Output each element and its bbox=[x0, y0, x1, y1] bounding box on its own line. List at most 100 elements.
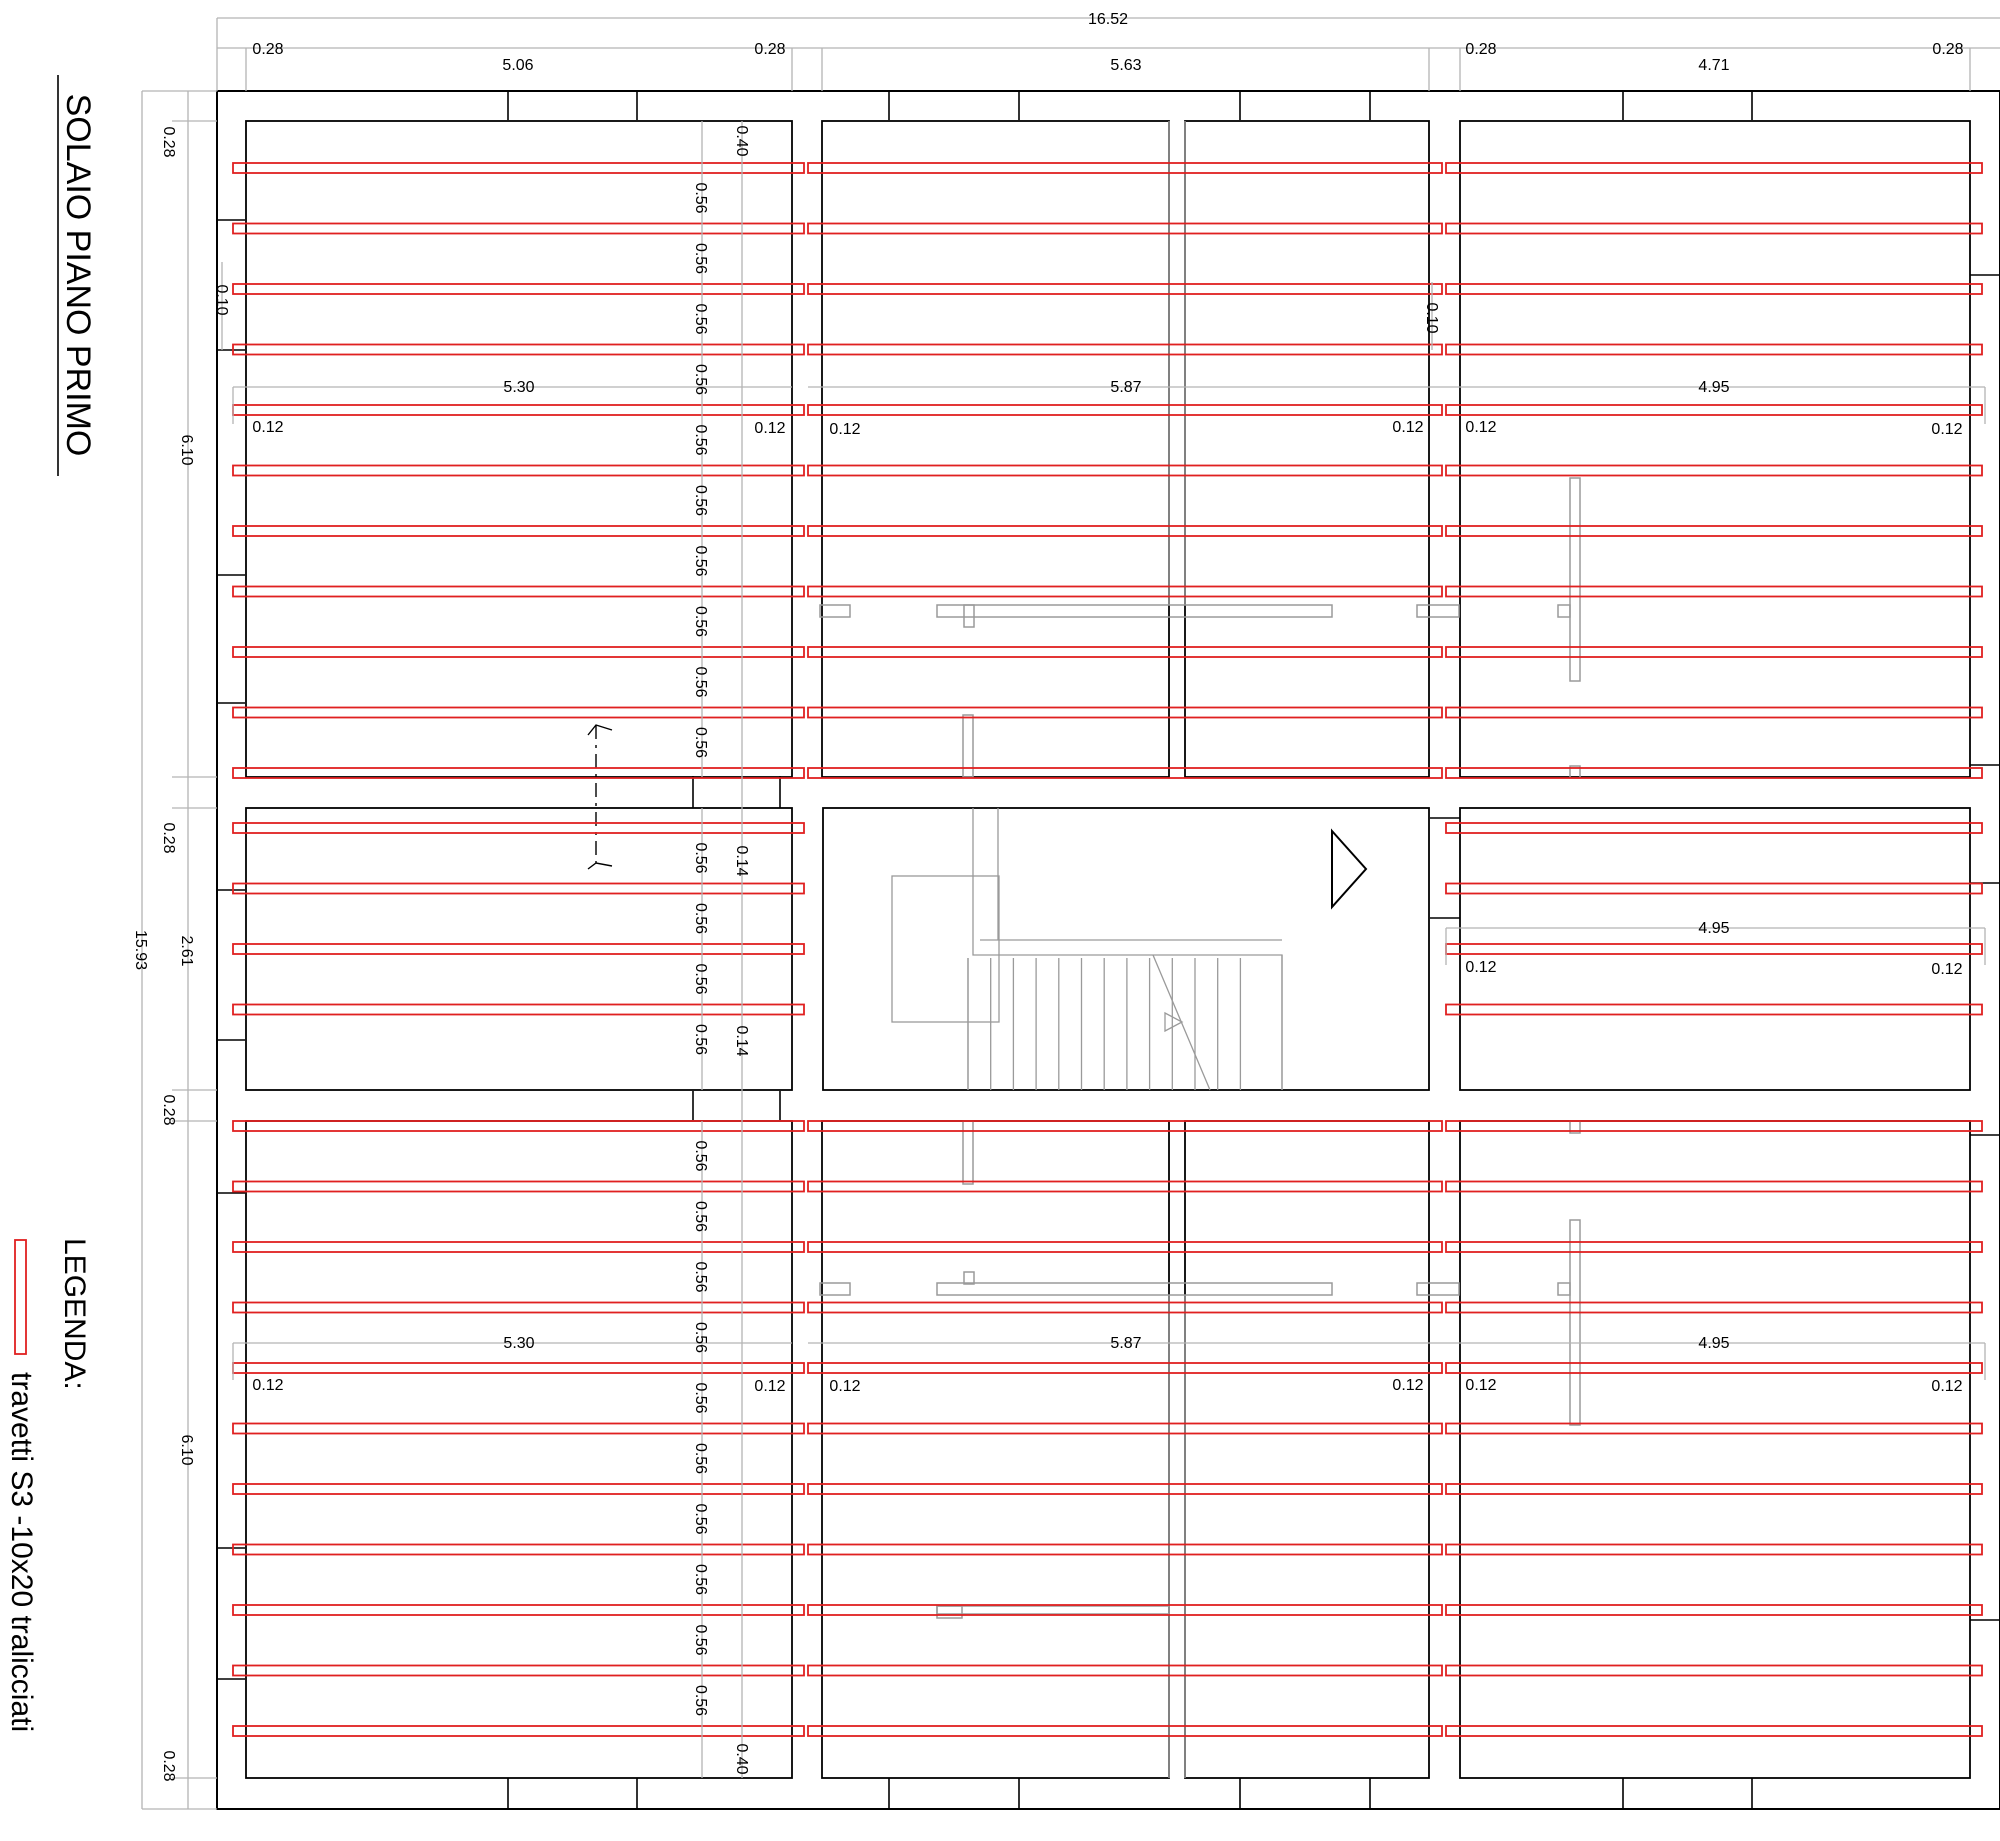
joist bbox=[232, 767, 805, 779]
slab-panels bbox=[245, 120, 1971, 1779]
dim-beam: 0.12 bbox=[1465, 959, 1496, 976]
joist bbox=[1445, 525, 1983, 537]
joist bbox=[232, 1301, 805, 1314]
dim-span-a2: 5.87 bbox=[1110, 379, 1141, 396]
dim-top-6: 4.71 bbox=[1698, 57, 1729, 74]
joist bbox=[232, 882, 805, 895]
dimension-lines bbox=[141, 17, 2000, 1810]
joist bbox=[807, 767, 1443, 779]
joist-spacing-label: 0.56 bbox=[692, 1685, 709, 1716]
joist bbox=[232, 1543, 805, 1556]
dim-left-overall: 15.93 bbox=[132, 930, 149, 970]
joist bbox=[1445, 767, 1983, 779]
dim-span-c3: 4.95 bbox=[1698, 1335, 1729, 1352]
dim-beam: 0.12 bbox=[1931, 421, 1962, 438]
joist-spacing-label: 0.56 bbox=[692, 1024, 709, 1055]
joists bbox=[232, 162, 1983, 1737]
dim-wall-left: 0.10 bbox=[213, 284, 230, 315]
dim-top-4: 5.63 bbox=[1110, 57, 1141, 74]
joist bbox=[232, 1483, 805, 1495]
joist-spacing-label: 0.56 bbox=[692, 963, 709, 994]
joist bbox=[232, 222, 805, 235]
dim-beam: 0.12 bbox=[252, 1377, 283, 1394]
joist bbox=[807, 1180, 1443, 1193]
joist bbox=[807, 1604, 1443, 1616]
panel-b1 bbox=[245, 807, 793, 1091]
dim-beam: 0.12 bbox=[1465, 419, 1496, 436]
panel-c2 bbox=[821, 1120, 1170, 1779]
joist bbox=[807, 1362, 1443, 1374]
dim-left-7: 0.28 bbox=[160, 1750, 177, 1781]
panel-a4 bbox=[1459, 120, 1971, 778]
dim-mid-bottom: 0.14 bbox=[733, 1025, 750, 1056]
joist bbox=[1445, 882, 1983, 895]
dim-left-2: 6.10 bbox=[178, 434, 195, 465]
joist bbox=[1445, 1241, 1983, 1253]
joist bbox=[1445, 343, 1983, 356]
joist bbox=[807, 706, 1443, 719]
joist-spacing-label: 0.56 bbox=[692, 364, 709, 395]
joist-spacing-label: 0.56 bbox=[692, 1564, 709, 1595]
joist bbox=[232, 1003, 805, 1016]
dim-top-5: 0.28 bbox=[1465, 41, 1496, 58]
panel-c1 bbox=[245, 1120, 793, 1779]
panel-a1 bbox=[245, 120, 793, 778]
joist-spacing-label: 0.56 bbox=[692, 424, 709, 455]
dim-end-top: 0.40 bbox=[733, 125, 750, 156]
joist-spacing-label: 0.56 bbox=[692, 1201, 709, 1232]
joist-spacing-label: 0.56 bbox=[692, 485, 709, 516]
joist-spacing-label: 0.56 bbox=[692, 303, 709, 334]
dim-top-7: 0.28 bbox=[1932, 41, 1963, 58]
joist bbox=[807, 1241, 1443, 1253]
joist bbox=[807, 646, 1443, 658]
joist-spacing-label: 0.56 bbox=[692, 903, 709, 934]
joist-spacing-labels: 0.56 0.56 0.56 0.56 0.56 0.56 0.56 0.56 0.56 0.56… bbox=[692, 182, 709, 1716]
drawing-title: SOLAIO PIANO PRIMO bbox=[59, 94, 97, 457]
joist bbox=[807, 1543, 1443, 1556]
dim-top-3: 0.28 bbox=[754, 41, 785, 58]
joist bbox=[807, 464, 1443, 477]
joist-spacing-label: 0.56 bbox=[692, 243, 709, 274]
slab-outline bbox=[216, 90, 2000, 1810]
dim-left-6: 6.10 bbox=[178, 1434, 195, 1465]
dim-left-5: 0.28 bbox=[160, 1094, 177, 1125]
legend-heading: LEGENDA: bbox=[58, 1238, 91, 1390]
dim-beam: 0.12 bbox=[754, 1378, 785, 1395]
joist bbox=[232, 464, 805, 477]
dim-left-1: 0.28 bbox=[160, 126, 177, 157]
joist bbox=[807, 222, 1443, 235]
joist bbox=[1445, 1301, 1983, 1314]
section-marker bbox=[587, 724, 613, 870]
joist bbox=[807, 1483, 1443, 1495]
joist bbox=[232, 585, 805, 598]
panel-a3 bbox=[1184, 120, 1430, 778]
joist-spacing-label: 0.56 bbox=[692, 1261, 709, 1292]
dim-span-b3: 4.95 bbox=[1698, 920, 1729, 937]
joist bbox=[807, 1301, 1443, 1314]
joist bbox=[1445, 1725, 1983, 1737]
joist bbox=[232, 343, 805, 356]
joist bbox=[1445, 585, 1983, 598]
joist bbox=[1445, 706, 1983, 719]
joist bbox=[1445, 162, 1983, 174]
joist bbox=[232, 1120, 805, 1132]
joist bbox=[807, 162, 1443, 174]
joist bbox=[807, 585, 1443, 598]
stair bbox=[891, 808, 1283, 1091]
dim-span-a3: 4.95 bbox=[1698, 379, 1729, 396]
dim-wall-mid: 0.10 bbox=[1423, 302, 1440, 333]
direction-arrow-icon bbox=[1331, 828, 1368, 910]
joist bbox=[807, 525, 1443, 537]
joist bbox=[232, 1422, 805, 1435]
joist bbox=[232, 1362, 805, 1374]
joist bbox=[232, 646, 805, 658]
joist bbox=[1445, 1120, 1983, 1132]
dim-beam: 0.12 bbox=[1392, 419, 1423, 436]
joist bbox=[232, 1604, 805, 1616]
joist bbox=[232, 822, 805, 834]
partition-walls bbox=[819, 121, 1581, 1778]
joist-spacing-label: 0.56 bbox=[692, 1503, 709, 1534]
joist bbox=[1445, 1483, 1983, 1495]
joist-spacing-label: 0.56 bbox=[692, 606, 709, 637]
